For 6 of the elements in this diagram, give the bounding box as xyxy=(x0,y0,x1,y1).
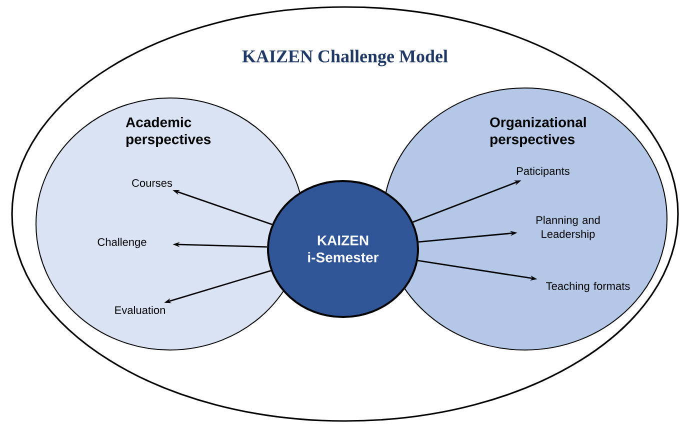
item-label: Challenge xyxy=(98,238,146,248)
item-label: Teaching formats xyxy=(546,282,630,292)
item-label: Planning and Leadership xyxy=(536,216,600,240)
item-label: Courses xyxy=(132,179,172,187)
item-label: Paticipants xyxy=(517,166,570,178)
item-label: Evaluation xyxy=(115,306,165,314)
